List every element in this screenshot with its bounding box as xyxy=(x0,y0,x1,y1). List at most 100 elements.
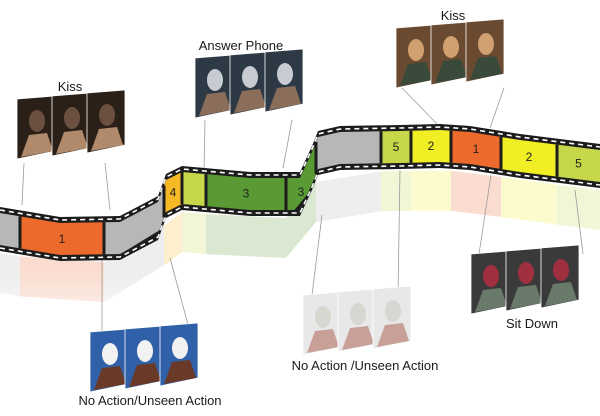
thumbnail-stack xyxy=(302,285,412,356)
reflection-segment xyxy=(206,214,286,258)
frame-subject xyxy=(172,337,188,359)
reflection-segment xyxy=(182,212,206,255)
strip-segment xyxy=(557,134,600,192)
thumbnail-stack xyxy=(16,89,126,160)
reflection-segment xyxy=(411,170,451,211)
thumbnail-frame xyxy=(86,89,126,154)
thumbnail-frame xyxy=(470,250,510,315)
leader-line xyxy=(478,174,492,255)
segment-dividers xyxy=(18,130,559,255)
frame-subject xyxy=(553,259,569,281)
callout-label: Kiss xyxy=(441,8,466,23)
frame-subject xyxy=(443,36,459,58)
thumbnail-stack xyxy=(194,48,304,119)
frame-subject xyxy=(350,303,366,325)
film-strip: 1 4 3 3 5 2 1 2 5 xyxy=(0,124,600,261)
leader-line xyxy=(311,214,323,296)
reflection-segment xyxy=(316,171,381,222)
frame-figure xyxy=(234,89,266,113)
thumbnail-frame xyxy=(89,328,129,393)
segment-number: 4 xyxy=(170,186,177,200)
frame-subject xyxy=(408,39,424,61)
frame-subject xyxy=(102,343,118,365)
frame-subject xyxy=(99,104,115,126)
frame-figure xyxy=(342,326,374,350)
frame-subject xyxy=(207,69,223,91)
thumbnail-frame xyxy=(124,325,164,390)
reflection-segment xyxy=(557,184,600,230)
frame-figure xyxy=(199,92,231,116)
frame-subject xyxy=(385,300,401,322)
callout-label: No Action/Unseen Action xyxy=(78,393,221,408)
strip-segment xyxy=(411,130,451,173)
strip-segment xyxy=(206,164,286,220)
frame-figure xyxy=(91,127,123,151)
frame-figure xyxy=(510,285,542,309)
callout-label: No Action /Unseen Action xyxy=(292,358,439,373)
thumbnail-stack xyxy=(395,18,505,89)
thumbnail-frame xyxy=(159,322,199,387)
thumbnail-stack xyxy=(89,322,199,393)
leader-line xyxy=(401,87,441,128)
callout-label: Kiss xyxy=(58,79,83,94)
frame-subject xyxy=(518,262,534,284)
callout-label: Answer Phone xyxy=(199,38,284,53)
leader-line xyxy=(574,189,584,255)
segment-number: 3 xyxy=(243,187,250,201)
callout-leader-lines xyxy=(21,87,584,333)
leader-line xyxy=(203,119,206,171)
segment-number: 1 xyxy=(59,232,66,246)
segment-number: 5 xyxy=(393,140,400,154)
frame-figure xyxy=(470,56,502,80)
reflection-segment xyxy=(164,212,182,266)
reflection-segment xyxy=(381,170,411,212)
frame-subject xyxy=(315,306,331,328)
segment-labels: 1 4 3 3 5 2 1 2 5 xyxy=(59,139,583,246)
frame-figure xyxy=(56,130,88,154)
thumbnail-stacks xyxy=(16,18,580,393)
top-perforation xyxy=(0,126,600,221)
strip-segment xyxy=(182,162,206,217)
segment-number: 2 xyxy=(526,150,533,164)
callout-label: Sit Down xyxy=(506,316,558,331)
frame-subject xyxy=(277,63,293,85)
leader-line xyxy=(21,162,25,206)
segment-number: 5 xyxy=(575,156,582,170)
frame-figure xyxy=(435,59,467,83)
thumbnail-frame xyxy=(229,51,269,116)
thumbnail-frame xyxy=(194,54,234,119)
segment-number: 2 xyxy=(428,139,435,153)
thumbnail-frame xyxy=(16,95,56,160)
frame-subject xyxy=(483,265,499,287)
bottom-perforation xyxy=(0,164,600,259)
thumbnail-frame xyxy=(264,48,304,113)
segment-number: 3 xyxy=(298,185,305,199)
frame-figure xyxy=(377,323,409,347)
leader-line xyxy=(282,119,293,169)
frame-figure xyxy=(164,360,196,384)
thumbnail-frame xyxy=(540,244,580,309)
thumbnail-frame xyxy=(337,288,377,353)
reflection-segment xyxy=(501,176,557,225)
strip-segment xyxy=(0,203,20,255)
leader-line xyxy=(397,169,401,296)
frame-figure xyxy=(129,363,161,387)
frame-figure xyxy=(94,366,126,390)
frame-figure xyxy=(475,288,507,312)
thumbnail-frame xyxy=(302,291,342,356)
thumbnail-frame xyxy=(372,285,412,350)
frame-subject xyxy=(478,33,494,55)
frame-subject xyxy=(242,66,258,88)
segment-number: 1 xyxy=(473,142,480,156)
frame-subject xyxy=(137,340,153,362)
frame-figure xyxy=(545,282,577,306)
strip-segment xyxy=(381,130,411,174)
frame-subject xyxy=(64,107,80,129)
thumbnail-frame xyxy=(465,18,505,83)
thumbnail-frame xyxy=(51,92,91,157)
leader-line xyxy=(104,162,111,211)
leader-line xyxy=(489,87,505,129)
